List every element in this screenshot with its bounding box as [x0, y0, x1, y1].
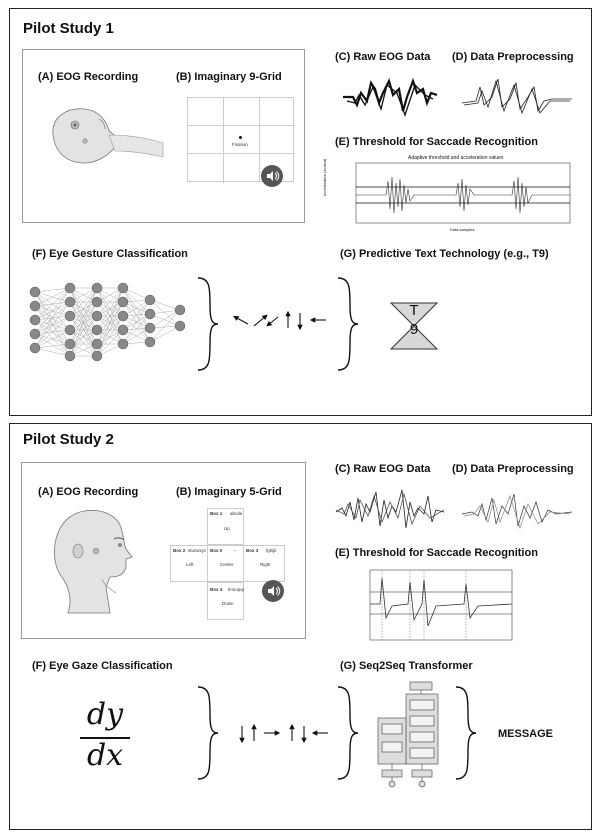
pilot-study-2-panel: [9, 423, 592, 830]
study2-label-c: (C) Raw EOG Data: [335, 463, 431, 475]
study1-threshold-plot: [355, 162, 571, 224]
speaker-icon: [262, 580, 284, 602]
study1-left-brace: [197, 277, 219, 371]
nn-neuron: [144, 294, 156, 306]
nn-neuron: [174, 320, 186, 332]
box4-title: Box 4: [210, 587, 223, 592]
box4-direction: Down: [222, 601, 234, 606]
nn-neuron: [29, 342, 41, 354]
study1-label-b: (B) Imaginary 9-Grid: [176, 71, 282, 83]
study2-label-d: (D) Data Preprocessing: [452, 463, 574, 475]
box3-title: Box 3: [246, 548, 259, 553]
nn-neuron: [64, 310, 76, 322]
study2-left-brace: [197, 686, 219, 780]
nn-neuron: [117, 338, 129, 350]
nn-neuron: [91, 310, 103, 322]
nn-neuron: [29, 300, 41, 312]
study2-head-illustration: [54, 510, 133, 614]
nn-neuron: [64, 282, 76, 294]
speaker-icon: [261, 165, 283, 187]
box0-direction: Center: [220, 562, 234, 567]
study1-neural-network: [29, 282, 186, 362]
pilot-study-1-panel: [9, 8, 592, 416]
nn-neuron: [144, 322, 156, 334]
nn-neuron: [144, 336, 156, 348]
study1-plot-ylabel: Acceleration (scaled): [322, 158, 327, 196]
box1-letters: abcde: [230, 511, 243, 516]
nn-neuron: [144, 308, 156, 320]
box2-letters: stuvwxyz: [188, 548, 207, 553]
study2-arrow-set: [239, 723, 328, 744]
t9-top-letter: T: [409, 302, 419, 319]
study2-label-e: (E) Threshold for Saccade Recognition: [335, 547, 538, 559]
study1-label-c: (C) Raw EOG Data: [335, 51, 431, 63]
pilot-study-2-title: Pilot Study 2: [23, 431, 114, 448]
study2-output-brace: [455, 686, 477, 780]
box2-direction: Left: [186, 562, 194, 567]
nn-neuron: [174, 304, 186, 316]
nn-neuron: [117, 282, 129, 294]
nn-neuron: [29, 286, 41, 298]
nn-neuron: [91, 338, 103, 350]
t9-bottom-digit: 9: [409, 321, 419, 338]
study2-preprocessed-signal: [461, 493, 573, 530]
box3-letters: fghijk: [266, 548, 277, 553]
nn-neuron: [117, 310, 129, 322]
derivative-numerator: dy: [86, 697, 124, 732]
nn-neuron: [91, 296, 103, 308]
nn-neuron: [29, 328, 41, 340]
study2-five-grid: [170, 508, 285, 620]
study1-label-a: (A) EOG Recording: [38, 71, 139, 83]
pilot-study-1-title: Pilot Study 1: [23, 20, 114, 37]
study1-head-illustration: [52, 108, 164, 164]
output-message-label: MESSAGE: [498, 728, 554, 740]
nn-neuron: [91, 350, 103, 362]
study1-label-e: (E) Threshold for Saccade Recognition: [335, 136, 538, 148]
study2-label-g: (G) Seq2Seq Transformer: [340, 660, 473, 672]
nn-neuron: [91, 324, 103, 336]
study2-label-a: (A) EOG Recording: [38, 486, 139, 498]
study1-right-brace: [337, 277, 359, 371]
study2-label-b: (B) Imaginary 5-Grid: [176, 486, 282, 498]
nn-neuron: [64, 350, 76, 362]
box1-direction: Up: [224, 526, 230, 531]
study2-raw-eog-signal: [335, 489, 445, 529]
fixation-dot: [239, 136, 242, 139]
study1-raw-eog-signal: [343, 77, 438, 117]
study1-plot-xlabel: Data samples: [450, 227, 475, 232]
transformer-architecture-icon: [377, 681, 439, 788]
study2-threshold-plot: [369, 569, 513, 641]
derivative-fraction-bar: [80, 737, 130, 739]
box4-letters: lmnopqr: [228, 587, 245, 592]
study1-label-g: (G) Predictive Text Technology (e.g., T9…: [340, 248, 549, 260]
box0-title: Box 0: [210, 548, 223, 553]
nn-neuron: [117, 324, 129, 336]
t9-hourglass-icon: [389, 302, 439, 350]
nn-neuron: [64, 338, 76, 350]
study1-label-f: (F) Eye Gesture Classification: [32, 248, 188, 260]
box3-direction: Right: [260, 562, 271, 567]
box1-title: Box 1: [210, 511, 223, 516]
nn-neuron: [91, 282, 103, 294]
study1-label-d: (D) Data Preprocessing: [452, 51, 574, 63]
nn-neuron: [64, 324, 76, 336]
box0-letters: _: [234, 546, 237, 551]
study2-label-f: (F) Eye Gaze Classification: [32, 660, 173, 672]
nn-neuron: [117, 296, 129, 308]
box2-title: Box 2: [173, 548, 186, 553]
study1-preprocessed-signal: [461, 78, 572, 115]
study2-right-brace: [337, 686, 359, 780]
study1-arrow-set: [233, 310, 326, 331]
nn-neuron: [64, 296, 76, 308]
fixation-label: Fixation: [232, 142, 248, 147]
nn-neuron: [29, 314, 41, 326]
derivative-denominator: dx: [86, 738, 124, 773]
study1-plot-title: Adaptive threshold and acceleration valu…: [408, 155, 504, 161]
